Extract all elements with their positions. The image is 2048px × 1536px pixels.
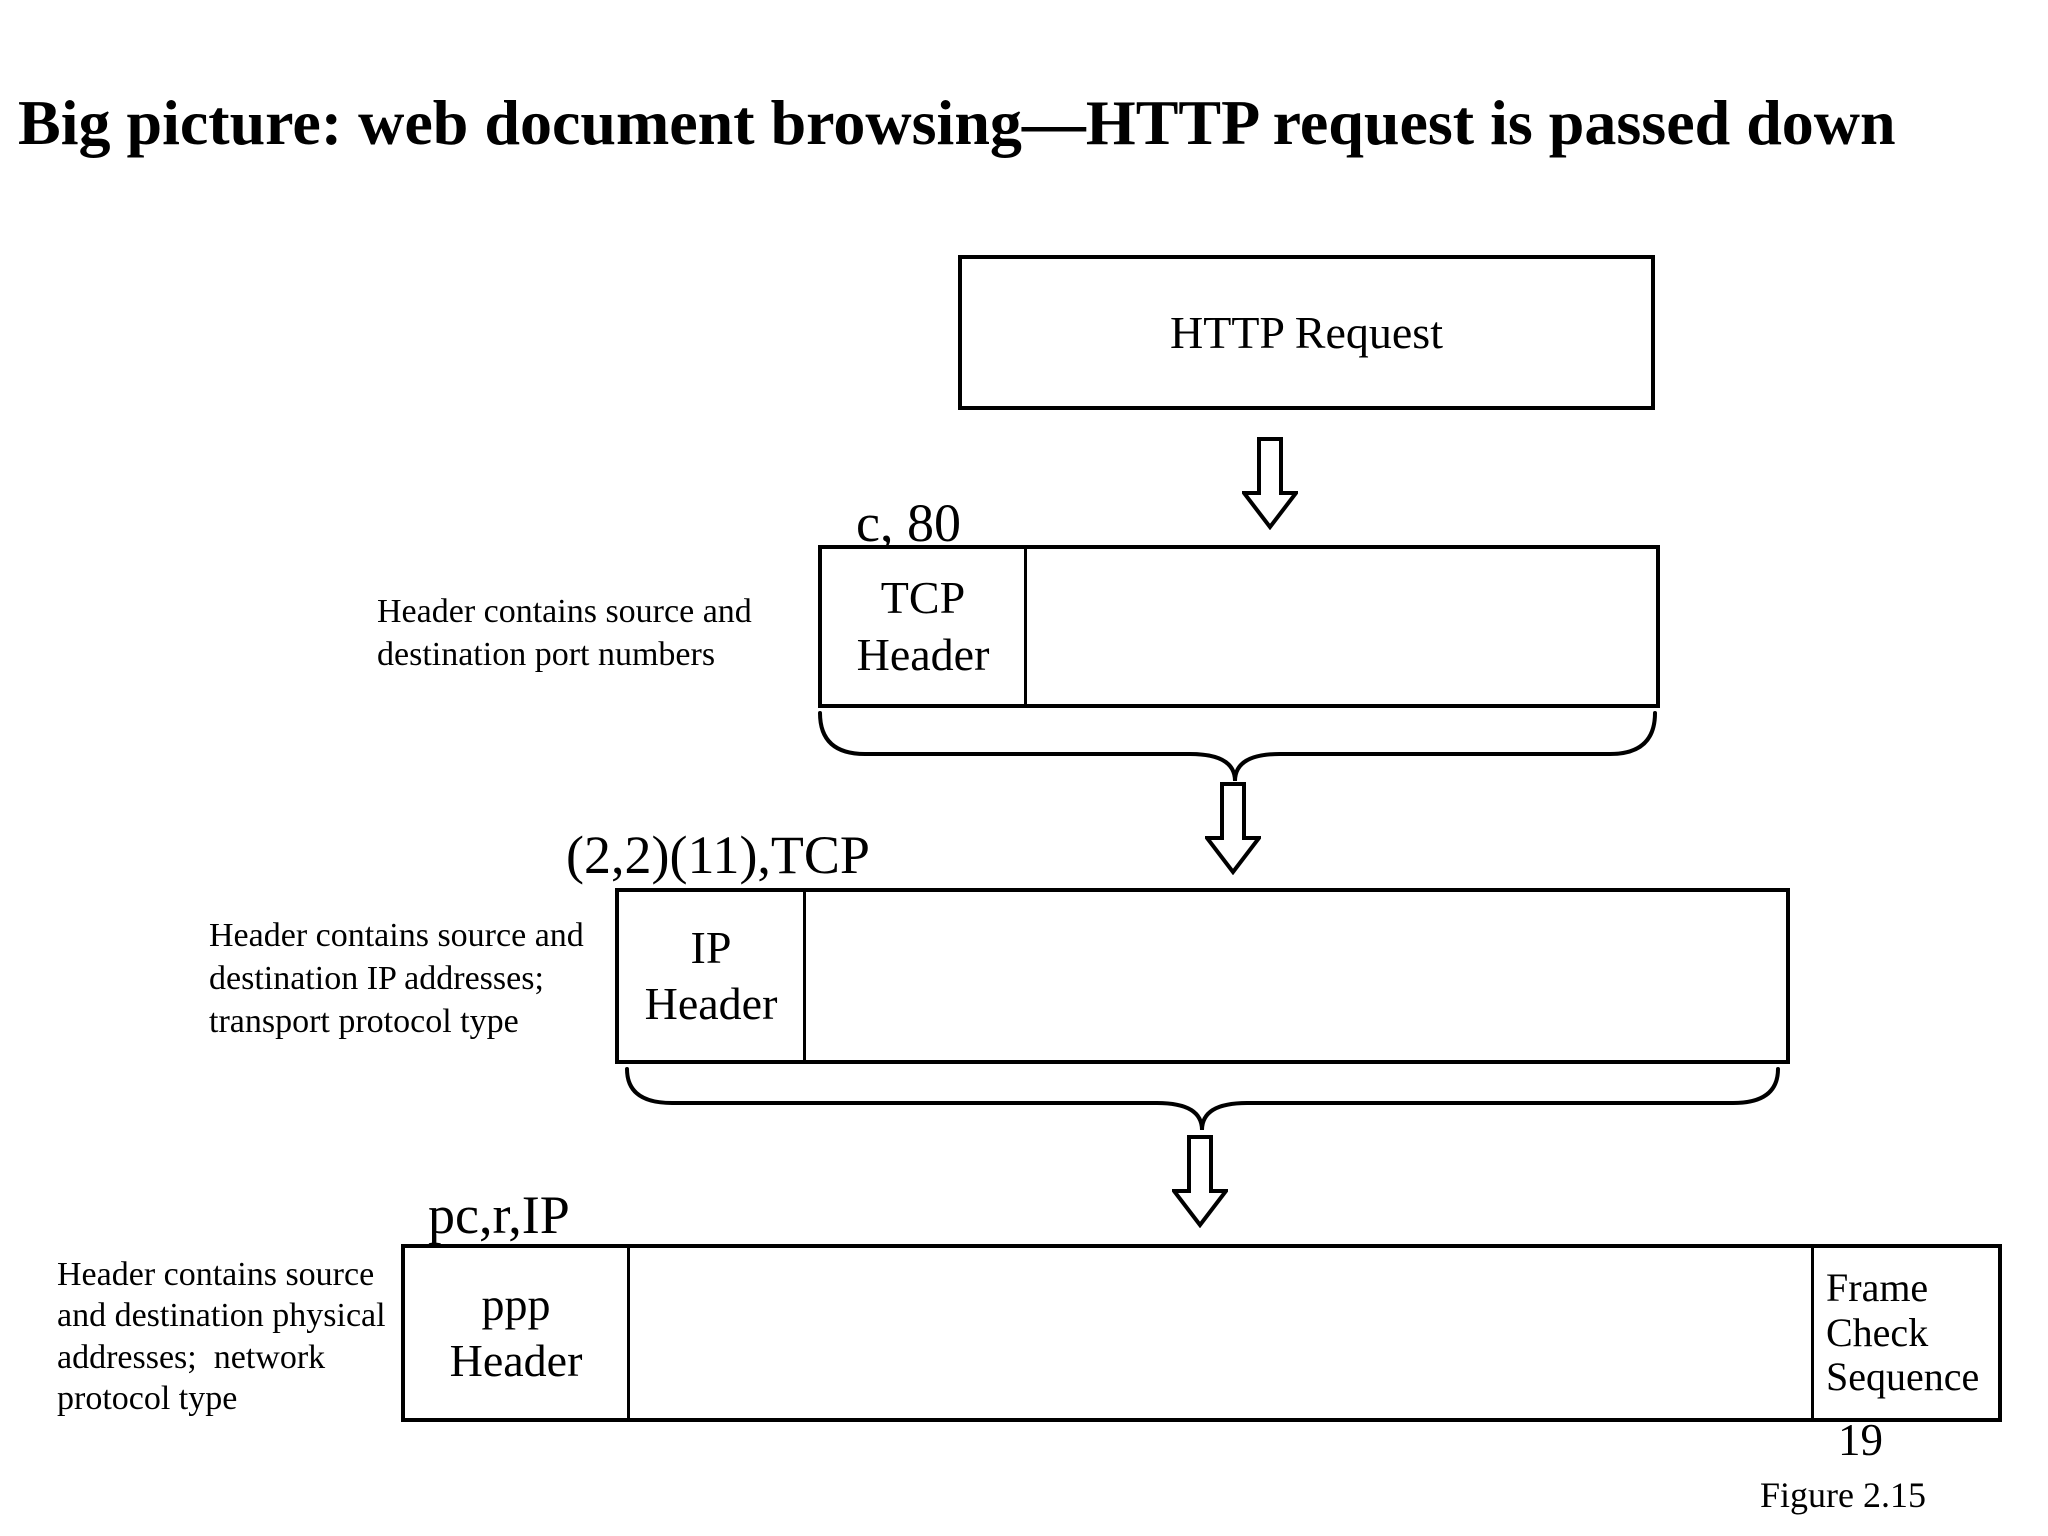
ip-annotation: Header contains source and destination I… — [209, 917, 584, 1041]
slide-title: Big picture: web document browsing—HTTP … — [18, 87, 1896, 158]
page-number: 19 — [1838, 1415, 1883, 1465]
ppp-frame-label: pc,r,IP — [428, 1185, 570, 1245]
frame-check-sequence-label: Frame Check Sequence — [1826, 1264, 1980, 1400]
http-request-box: HTTP Request — [958, 255, 1655, 410]
ppp-frame-box: ppp Header Frame Check Sequence — [401, 1244, 2002, 1422]
ppp-header-cell: ppp Header — [405, 1248, 630, 1418]
http-request-label: HTTP Request — [1170, 307, 1443, 358]
ip-packet-box: IP Header — [615, 888, 1790, 1064]
ppp-annotation: Header contains source and destination p… — [57, 1256, 386, 1418]
ip-header-cell: IP Header — [619, 892, 806, 1060]
ip-packet-label: (2,2)(11),TCP — [566, 825, 870, 885]
frame-check-sequence-cell: Frame Check Sequence — [1811, 1248, 1998, 1418]
ppp-header-label: ppp Header — [449, 1278, 583, 1386]
down-arrow-icon — [1205, 782, 1261, 875]
tcp-ports-label: c, 80 — [856, 493, 961, 553]
underbrace-icon — [818, 711, 1657, 782]
ppp-payload-cell — [630, 1248, 1811, 1418]
figure-caption: Figure 2.15 — [1760, 1475, 1926, 1515]
tcp-header-cell: TCP Header — [822, 549, 1027, 704]
tcp-payload-cell — [1027, 549, 1656, 704]
down-arrow-icon — [1172, 1135, 1228, 1228]
tcp-header-label: TCP Header — [856, 572, 990, 680]
ip-payload-cell — [806, 892, 1786, 1060]
ip-header-label: IP Header — [644, 921, 778, 1029]
tcp-annotation: Header contains source and destination p… — [377, 593, 752, 674]
tcp-segment-box: TCP Header — [818, 545, 1660, 708]
underbrace-icon — [625, 1067, 1780, 1131]
down-arrow-icon — [1242, 437, 1298, 530]
